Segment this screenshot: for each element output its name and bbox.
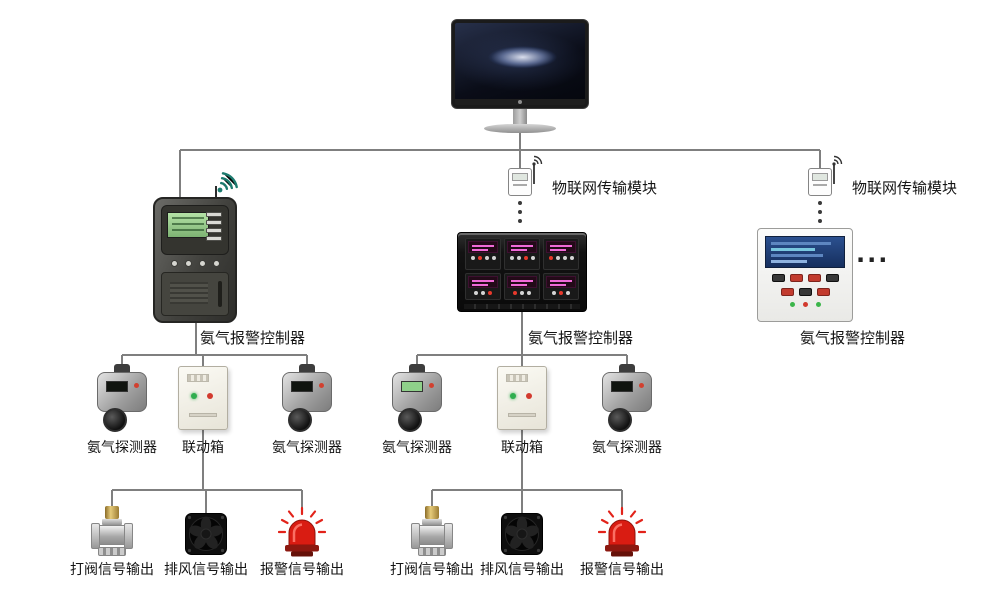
more-devices-indicator-right (818, 201, 822, 228)
valve-output-label: 打阀信号输出 (70, 562, 154, 578)
ammonia-controller-middle (457, 232, 587, 312)
iot-module-right (808, 168, 832, 196)
controller-label-right: 氨气报警控制器 (800, 329, 906, 347)
controller-panel (161, 205, 229, 255)
alarm-output-label: 报警信号输出 (580, 562, 664, 578)
gas-detector (600, 364, 654, 432)
rack-module-row (465, 238, 579, 270)
detector-label: 氨气探测器 (592, 440, 662, 456)
antenna-icon (532, 155, 543, 184)
iot-module-port (813, 184, 827, 186)
fan-output-label: 排风信号输出 (164, 562, 248, 578)
valve-output-label: 打阀信号输出 (390, 562, 474, 578)
fan-icon (501, 513, 543, 555)
detector-label: 氨气探测器 (272, 440, 342, 456)
iot-module-screen (812, 173, 828, 181)
controller-handle (218, 281, 222, 307)
iot-module-port (513, 184, 527, 186)
galaxy-wallpaper (455, 23, 585, 99)
monitor (452, 20, 588, 133)
alarm-output-label: 报警信号输出 (260, 562, 344, 578)
more-devices-indicator-middle (518, 201, 522, 228)
valve-icon (91, 506, 133, 556)
controller-vent (170, 282, 208, 304)
rack-module-row (465, 273, 579, 300)
controller-buttons (765, 274, 845, 282)
controller-door (161, 272, 229, 316)
fan-output-label: 排风信号输出 (480, 562, 564, 578)
wifi-icon (215, 172, 238, 203)
more-controllers-indicator: ... (856, 240, 890, 268)
linkage-box-label: 联动箱 (182, 440, 224, 456)
iot-module-label: 物联网传输模块 (852, 179, 958, 197)
alarm-beacon-icon (278, 506, 326, 557)
fan-icon (185, 513, 227, 555)
gas-detector (95, 364, 149, 432)
controller-keypad (206, 212, 224, 244)
gas-detector (390, 364, 444, 432)
controller-lcd-screen (167, 212, 209, 238)
alarm-beacon-icon (598, 506, 646, 557)
controller-label-middle: 氨气报警控制器 (528, 329, 634, 347)
iot-module-screen (512, 173, 528, 181)
detector-label: 氨气探测器 (382, 440, 452, 456)
ammonia-controller-right (757, 228, 853, 322)
detector-label: 氨气探测器 (87, 440, 157, 456)
controller-buttons (765, 288, 845, 296)
monitor-stand-base (484, 124, 556, 133)
monitor-screen (452, 20, 588, 108)
monitor-logo (518, 100, 522, 104)
ammonia-controller-left (153, 197, 237, 323)
antenna-icon (832, 155, 843, 184)
linkage-box (178, 366, 228, 430)
iot-module-middle (508, 168, 532, 196)
gas-detector (280, 364, 334, 432)
linkage-box-label: 联动箱 (501, 440, 543, 456)
iot-module-label: 物联网传输模块 (552, 179, 658, 197)
rack-terminal-strip (464, 304, 580, 309)
valve-icon (411, 506, 453, 556)
controller-buttons (161, 260, 229, 267)
controller-leds (765, 302, 845, 307)
controller-label-left: 氨气报警控制器 (200, 329, 306, 347)
controller-lcd-screen (765, 236, 845, 268)
monitor-stand-neck (513, 108, 527, 124)
linkage-box (497, 366, 547, 430)
